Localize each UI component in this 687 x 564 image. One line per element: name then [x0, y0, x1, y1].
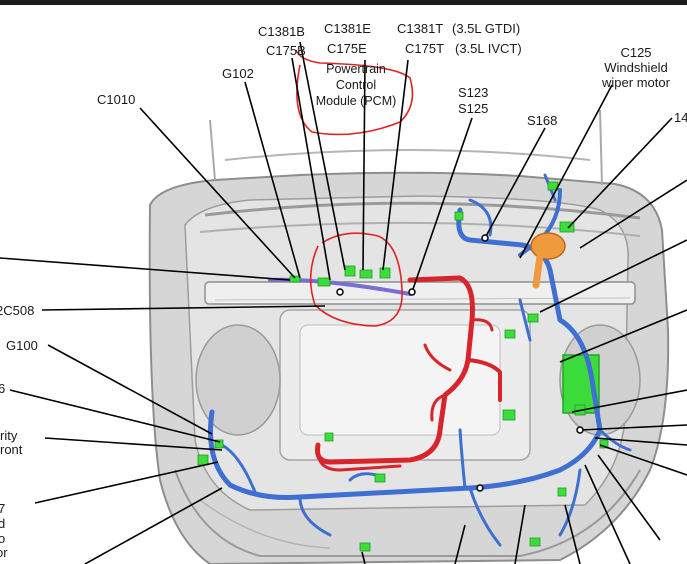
wiper-motor [530, 232, 566, 289]
label-wiper-line2: wiper motor [601, 75, 671, 90]
label-left-ront: ront [0, 442, 23, 457]
label-c508: 2C508 [0, 303, 34, 318]
label-wiper-line1: Windshield [604, 60, 668, 75]
label-left-6: 6 [0, 381, 5, 396]
label-left-o: o [0, 531, 5, 546]
label-left-or: or [0, 545, 8, 560]
vehicle-body [148, 109, 670, 564]
annotation-circle-pcm [309, 232, 403, 327]
blue-harness [207, 173, 632, 547]
label-c1381b: C1381B [258, 24, 305, 39]
annotation-circle-label [295, 49, 414, 136]
label-gtdi: (3.5L GTDI) [452, 21, 520, 36]
top-bar [0, 0, 687, 5]
label-c175t: C175T [405, 41, 444, 56]
label-right-cut: 14 [674, 110, 687, 125]
label-ivct: (3.5L IVCT) [455, 41, 522, 56]
label-s125: S125 [458, 101, 488, 116]
labels: C1381B C175B C1381E C175E C1381T C175T (… [0, 21, 687, 560]
label-g100: G100 [6, 338, 38, 353]
leader-lines [0, 41, 687, 564]
label-c125: C125 [620, 45, 651, 60]
label-s168: S168 [527, 113, 557, 128]
label-c1010: C1010 [97, 92, 135, 107]
splice-points [336, 234, 584, 492]
label-s123: S123 [458, 85, 488, 100]
label-g102: G102 [222, 66, 254, 81]
label-c175b: C175B [266, 43, 306, 58]
label-c1381t: C1381T [397, 21, 443, 36]
label-left-d1: d [0, 516, 5, 531]
label-pcm-line1: Powertrain [326, 62, 386, 76]
label-left-7: 7 [0, 501, 5, 516]
label-pcm-line3: Module (PCM) [316, 94, 397, 108]
label-c1381e: C1381E [324, 21, 371, 36]
red-harness [315, 275, 502, 472]
label-pcm-line2: Control [336, 78, 376, 92]
label-c175e: C175E [327, 41, 367, 56]
label-left-rity: rity [0, 428, 18, 443]
connectors [197, 181, 609, 552]
